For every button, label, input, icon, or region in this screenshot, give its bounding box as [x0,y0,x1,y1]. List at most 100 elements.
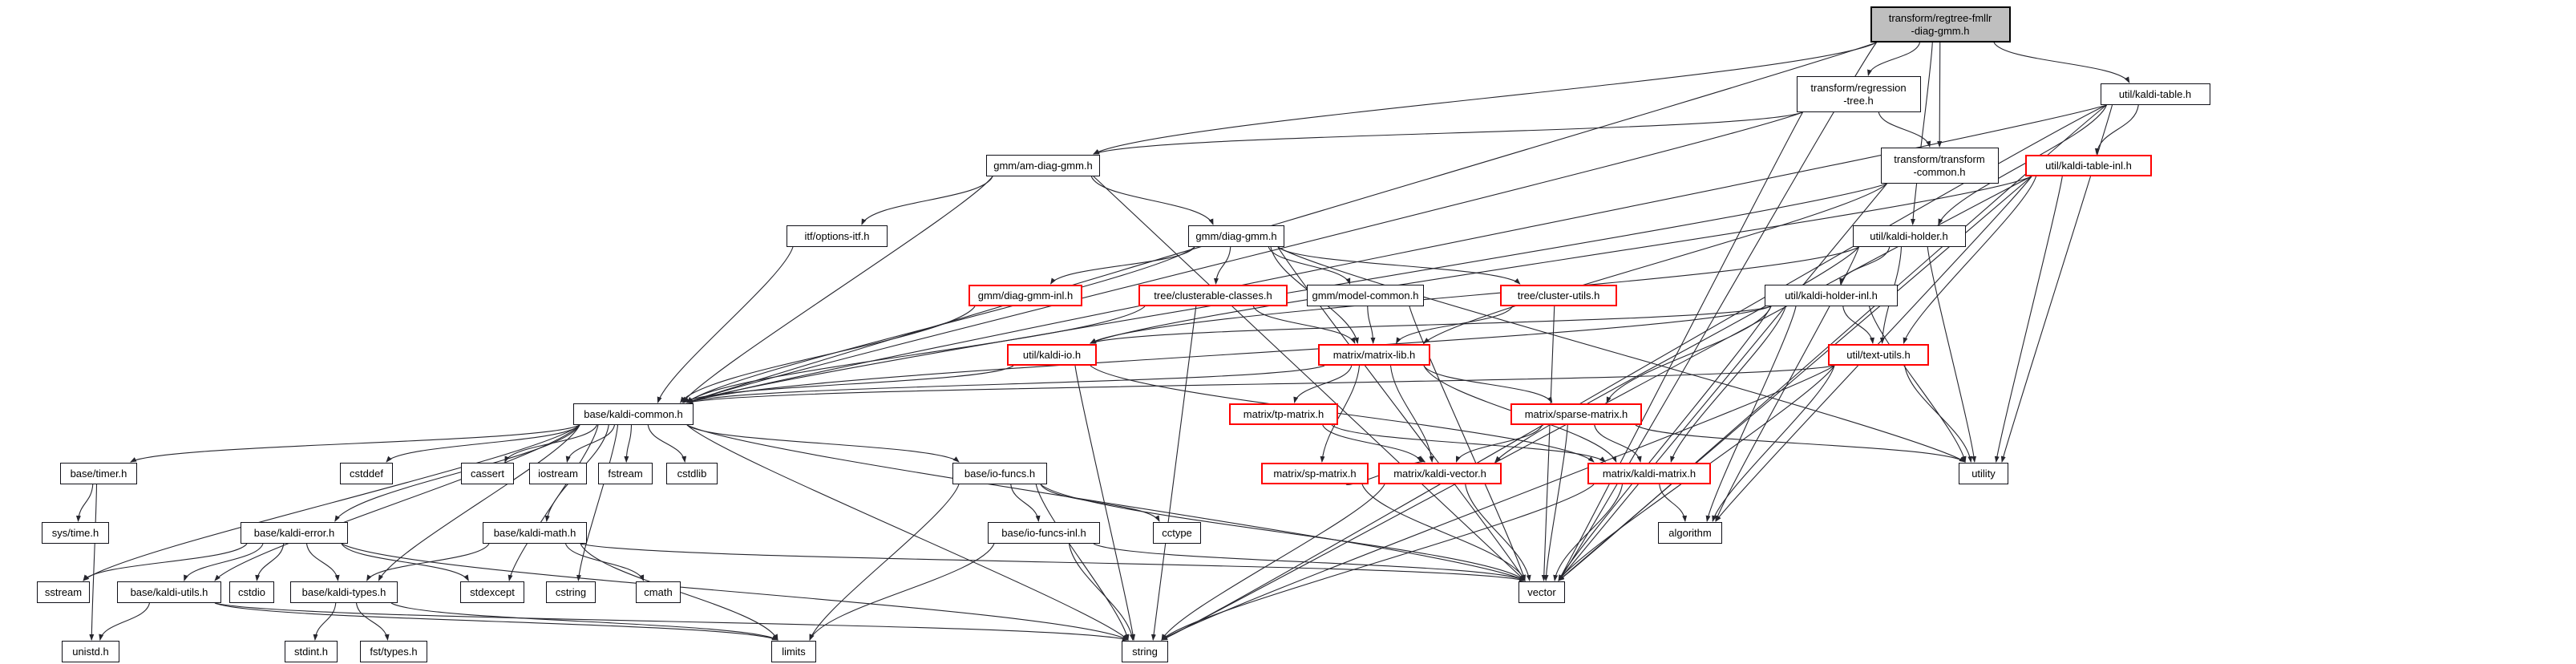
graph-node-cstddef[interactable]: cstddef [340,463,393,484]
graph-node-sstream[interactable]: sstream [37,581,90,603]
graph-node-stdint[interactable]: stdint.h [285,641,338,662]
graph-node-kaldivector[interactable]: matrix/kaldi-vector.h [1378,463,1502,484]
edge-holderinl-textutils [1842,306,1874,344]
graph-node-label: matrix/sp-matrix.h [1273,467,1357,480]
graph-node-timer[interactable]: base/timer.h [60,463,137,484]
edge-kaldiutils-limits [214,602,778,641]
graph-node-stdexcept[interactable]: stdexcept [460,581,524,603]
graph-node-label: base/kaldi-types.h [301,585,386,598]
graph-node-cstring[interactable]: cstring [546,581,596,603]
graph-node-label: util/kaldi-io.h [1022,348,1082,361]
graph-node-diaggmminl[interactable]: gmm/diag-gmm-inl.h [969,285,1082,306]
graph-node-textutils[interactable]: util/text-utils.h [1828,344,1929,366]
edge-tableinl-utility [1994,176,2063,463]
edge-regtree-common [686,42,1877,403]
graph-node-holderinl[interactable]: util/kaldi-holder-inl.h [1765,285,1898,306]
graph-node-iofuncs[interactable]: base/io-funcs.h [952,463,1047,484]
graph-node-tableinl[interactable]: util/kaldi-table-inl.h [2025,155,2152,176]
edge-tableinl-kaldiio [1090,176,2032,344]
graph-node-kaldiio[interactable]: util/kaldi-io.h [1007,344,1097,366]
edge-sparsematrix-utility [1635,424,1966,463]
graph-node-clusterutils[interactable]: tree/cluster-utils.h [1500,285,1617,306]
edge-holderinl-vector [1558,306,1772,581]
graph-node-cstdlib[interactable]: cstdlib [666,463,718,484]
edge-holder-kaldiio [1090,246,1859,344]
edge-tableinl-textutils [1903,176,2037,344]
graph-node-cctype[interactable]: cctype [1153,522,1201,544]
edge-tpmatrix-kaldimatrix [1331,424,1607,463]
graph-node-cstdio[interactable]: cstdio [229,581,274,603]
graph-node-kaldimatrix[interactable]: matrix/kaldi-matrix.h [1587,463,1711,484]
graph-node-label: base/kaldi-common.h [584,407,683,420]
edge-diaggmm-modelcommon [1268,246,1351,285]
edge-holderinl-common [686,306,1772,403]
graph-node-clusterable[interactable]: tree/clusterable-classes.h [1138,285,1288,306]
edge-kaldivector-vector [1465,484,1531,581]
graph-node-modelcommon[interactable]: gmm/model-common.h [1307,285,1424,306]
graph-node-label: sys/time.h [51,526,99,539]
graph-node-iostream[interactable]: iostream [529,463,587,484]
graph-node-systime[interactable]: sys/time.h [42,522,109,544]
edge-transcommon-vector [1558,183,1887,581]
edge-common-string [686,424,1129,641]
edge-kalditypes-limits [390,602,778,641]
graph-node-diaggmm[interactable]: gmm/diag-gmm.h [1188,225,1284,247]
edge-clusterable-common [686,306,1146,403]
edge-regtree-regression [1867,42,1921,76]
graph-node-matrixlib[interactable]: matrix/matrix-lib.h [1318,344,1430,366]
edge-common-kaldiutils [214,424,580,581]
graph-node-label: cstddef [350,467,383,480]
edge-timer-systime [75,484,94,522]
graph-node-kaldimath[interactable]: base/kaldi-math.h [483,522,587,544]
graph-node-spmatrix[interactable]: matrix/sp-matrix.h [1261,463,1369,484]
edge-iofuncsinl-vector [1093,543,1526,581]
edge-table-tableinl [2094,104,2139,155]
edge-holderinl-utility [1868,306,1967,463]
graph-node-label: base/timer.h [70,467,127,480]
graph-node-label: cassert [471,467,504,480]
edge-common-timer [130,424,580,463]
graph-node-optionsitf[interactable]: itf/options-itf.h [787,225,888,247]
graph-node-fsttypes[interactable]: fst/types.h [360,641,427,662]
graph-node-sparsematrix[interactable]: matrix/sparse-matrix.h [1510,403,1642,425]
edge-kaldierror-sstream [83,543,248,581]
edge-clusterutils-vector [1541,306,1555,581]
edge-regression-transcommon [1878,111,1931,148]
edge-amdiag-optionsitf [861,176,993,225]
graph-node-limits[interactable]: limits [771,641,816,662]
graph-node-label: cstring [555,585,587,598]
graph-node-string[interactable]: string [1122,641,1168,662]
graph-node-utility[interactable]: utility [1959,463,2008,484]
graph-node-vector[interactable]: vector [1519,581,1565,603]
graph-node-unistd[interactable]: unistd.h [62,641,119,662]
graph-node-cmath[interactable]: cmath [636,581,681,603]
edge-textutils-common [686,365,1835,404]
graph-node-tpmatrix[interactable]: matrix/tp-matrix.h [1229,403,1338,425]
graph-node-kalditypes[interactable]: base/kaldi-types.h [290,581,398,603]
graph-node-iofuncsinl[interactable]: base/io-funcs-inl.h [988,522,1100,544]
edge-iofuncs-cctype [1040,484,1160,522]
graph-node-label: cmath [644,585,673,598]
graph-node-holder[interactable]: util/kaldi-holder.h [1852,225,1966,247]
graph-node-label: matrix/matrix-lib.h [1332,348,1416,361]
graph-node-kaldiutils[interactable]: base/kaldi-utils.h [117,581,221,603]
edge-matrixlib-common [686,365,1325,403]
edge-clusterutils-matrixlib [1396,306,1513,344]
graph-node-regression[interactable]: transform/regression -tree.h [1796,76,1921,112]
edge-common-iostream [565,424,616,463]
graph-node-amdiag[interactable]: gmm/am-diag-gmm.h [986,155,1100,176]
edge-holder-kaldivector [1494,246,1859,463]
graph-node-label: tree/cluster-utils.h [1517,289,1600,302]
graph-node-algorithm[interactable]: algorithm [1658,522,1722,544]
graph-node-kaldierror[interactable]: base/kaldi-error.h [241,522,348,544]
graph-node-transcommon[interactable]: transform/transform -common.h [1880,148,1999,184]
graph-node-common[interactable]: base/kaldi-common.h [573,403,694,425]
edge-table-string [1161,104,2107,641]
graph-node-table[interactable]: util/kaldi-table.h [2100,83,2210,105]
edge-common-cstdlib [647,424,687,463]
graph-node-cassert[interactable]: cassert [461,463,514,484]
graph-node-label: gmm/diag-gmm-inl.h [977,289,1074,302]
edge-tpmatrix-kaldivector [1322,424,1422,463]
graph-node-fstream[interactable]: fstream [598,463,653,484]
graph-node-regtree[interactable]: transform/regtree-fmllr -diag-gmm.h [1870,6,2011,43]
